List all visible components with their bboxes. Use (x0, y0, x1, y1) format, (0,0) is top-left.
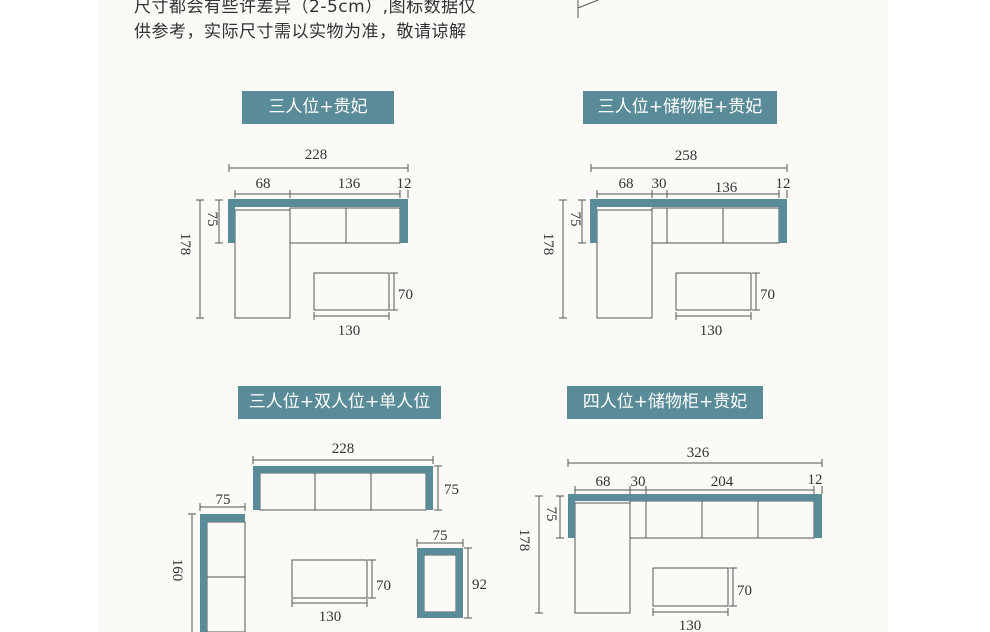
chaise-outline (596, 209, 653, 319)
dim-chaise: 68 (256, 176, 271, 192)
disclaimer-line-2: 供参考，实际尺寸需以实物为准，敬请谅解 (134, 22, 467, 42)
dim-cabinet: 30 (631, 474, 646, 490)
dim-three-width: 228 (332, 441, 355, 457)
dim-total: 228 (305, 147, 328, 163)
dim-depth: 75 (543, 507, 559, 522)
dim-seat: 136 (715, 180, 738, 196)
chaise-outline (234, 209, 291, 319)
dim-total: 258 (675, 148, 698, 164)
diagram-4: 326 68 30 204 12 75 178 70 130 (516, 445, 823, 632)
sofa-frame (568, 494, 822, 538)
dim-table-h: 70 (760, 287, 775, 303)
single-seat-frame (417, 548, 463, 618)
dim-single-depth: 92 (472, 577, 487, 593)
coffee-table (313, 272, 390, 311)
dim-table-w: 130 (679, 618, 702, 632)
top-partial-drawing (577, 0, 599, 18)
single-seat-cushion (423, 554, 457, 613)
dim-length: 178 (516, 529, 532, 552)
dim-seat: 136 (338, 176, 361, 192)
dim-arm: 12 (808, 472, 823, 488)
dim-seat: 204 (711, 474, 734, 490)
storage-cabinet (629, 500, 647, 539)
dim-table-w: 130 (700, 323, 723, 339)
diagram-1: 228 68 136 12 75 178 70 130 (177, 147, 413, 339)
sofa-frame (228, 199, 408, 243)
diagram-title-4: 四人位+储物柜+贵妃 (567, 386, 763, 419)
two-seat-cushion-2 (206, 576, 246, 632)
storage-cabinet (651, 207, 668, 244)
dim-depth: 75 (567, 212, 583, 227)
chaise-outline (574, 502, 631, 614)
three-seat-frame (253, 466, 433, 510)
seat-cushion-3 (757, 500, 815, 539)
diagram-3: 228 75 75 160 70 130 75 92 (169, 441, 487, 632)
coffee-table (291, 559, 368, 599)
diagram-2: 258 68 30 136 12 75 178 70 130 (540, 148, 791, 339)
seat-cushion-1 (645, 500, 703, 539)
disclaimer-line-1: 尺寸都会有些许差异（2-5cm）,图标数据仅 (134, 0, 477, 17)
dim-chaise: 68 (619, 176, 634, 192)
dim-table-w: 130 (319, 609, 342, 625)
dim-length: 178 (177, 233, 193, 256)
three-seat-cushion-3 (370, 472, 427, 511)
dim-two-length: 160 (169, 559, 185, 582)
dim-single-width: 75 (433, 528, 448, 544)
diagram-title-2: 三人位+储物柜+贵妃 (583, 91, 777, 124)
seat-cushion-2 (701, 500, 759, 539)
two-seat-cushion-1 (206, 521, 246, 578)
three-seat-cushion-1 (259, 472, 316, 511)
dim-table-h: 70 (376, 578, 391, 594)
diagram-title-1: 三人位+贵妃 (242, 91, 394, 124)
dim-arm: 12 (776, 176, 791, 192)
seat-cushion-2 (722, 207, 780, 244)
diagram-title-3: 三人位+双人位+单人位 (238, 386, 441, 419)
dim-depth: 75 (204, 212, 220, 227)
coffee-table (675, 272, 752, 311)
dim-three-depth: 75 (444, 482, 459, 498)
seat-cushion-1 (666, 207, 724, 244)
dim-table-w: 130 (338, 323, 361, 339)
seat-cushion-1 (289, 207, 347, 244)
dim-table-h: 70 (737, 583, 752, 599)
two-seat-frame (200, 514, 245, 632)
dim-total: 326 (687, 445, 710, 461)
dim-chaise: 68 (596, 474, 611, 490)
dim-cabinet: 30 (652, 176, 667, 192)
dim-arm: 12 (397, 176, 412, 192)
dim-length: 178 (540, 233, 556, 256)
seat-cushion-2 (345, 207, 401, 244)
coffee-table (652, 567, 729, 607)
sofa-frame (590, 199, 787, 243)
dim-two-width: 75 (216, 492, 231, 508)
three-seat-cushion-2 (314, 472, 372, 511)
dim-table-h: 70 (398, 287, 413, 303)
